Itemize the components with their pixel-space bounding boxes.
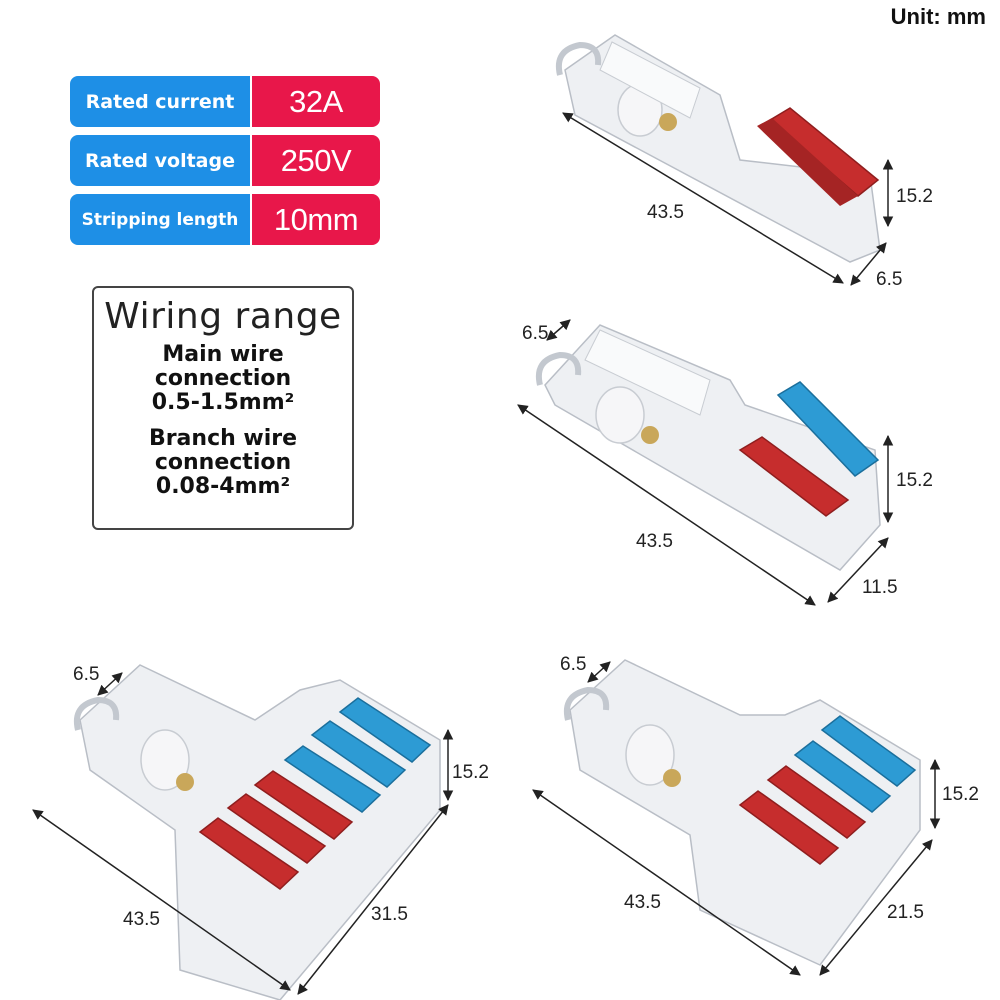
width-arrow: [827, 537, 889, 603]
length-label: 43.5: [647, 202, 684, 223]
wire-port: [625, 724, 675, 786]
branch-width-arrow: [97, 672, 123, 696]
dimension-lines-2: 6.5 43.5 15.2 11.5: [517, 319, 933, 606]
width-label: 31.5: [371, 904, 408, 925]
branch-width-label: 6.5: [560, 654, 586, 675]
brass-contact: [641, 426, 659, 444]
width-label: 11.5: [862, 577, 898, 598]
dimension-lines-4: 6.5 43.5 15.2 21.5: [532, 654, 979, 976]
spec-table: Rated current 32A Rated voltage 250V Str…: [70, 76, 380, 253]
spec-label: Rated voltage: [70, 135, 252, 186]
spec-value: 10mm: [252, 194, 380, 245]
branch-wire-range: 0.08-4mm²: [155, 474, 291, 499]
spec-value: 250V: [252, 135, 380, 186]
wire-port: [140, 729, 190, 791]
branch-width-arrow: [587, 661, 611, 683]
unit-label: Unit: mm: [890, 4, 986, 29]
blue-lever: [338, 697, 432, 763]
branch-wire-group: Branch wire connection 0.08-4mm²: [94, 427, 352, 499]
spec-row-rated-voltage: Rated voltage 250V: [70, 135, 380, 186]
length-label: 43.5: [123, 909, 160, 930]
hook-tab: [564, 686, 610, 721]
wire-port: [595, 386, 645, 444]
dimension-lines-1: 43.5 15.2 6.5: [562, 112, 933, 290]
branch-wire-line: connection: [154, 450, 292, 475]
spec-row-stripping-length: Stripping length 10mm: [70, 194, 380, 245]
branch-width-arrow: [546, 319, 571, 341]
connector-body: [79, 664, 441, 1000]
main-wire-line: Main wire: [162, 342, 284, 367]
blue-lever: [310, 720, 407, 788]
width-label: 21.5: [887, 902, 924, 923]
height-label: 15.2: [452, 762, 489, 783]
red-lever: [766, 765, 867, 839]
main-wire-range: 0.5-1.5mm²: [151, 390, 295, 415]
length-arrow: [32, 809, 291, 991]
connector-body: [569, 659, 921, 966]
wiring-range-title: Wiring range: [104, 296, 342, 337]
branch-width-label: 6.5: [73, 664, 99, 685]
connector-6-way: [74, 664, 441, 1000]
main-wire-group: Main wire connection 0.5-1.5mm²: [94, 343, 352, 415]
spec-label: Rated current: [70, 76, 252, 127]
height-label: 15.2: [896, 186, 933, 207]
length-label: 43.5: [636, 531, 673, 552]
main-wire-line: connection: [154, 366, 292, 391]
spec-value: 32A: [252, 76, 380, 127]
width-label: 6.5: [876, 269, 902, 290]
hook-tab: [556, 41, 602, 76]
length-arrow: [532, 789, 801, 976]
length-arrow: [562, 112, 844, 284]
brass-contact: [663, 769, 681, 787]
wiring-range-box: Wiring range Main wire connection 0.5-1.…: [92, 286, 354, 530]
blue-lever: [283, 745, 382, 813]
blue-lever: [820, 715, 917, 787]
hook-tab: [74, 696, 120, 731]
length-label: 43.5: [624, 892, 661, 913]
blue-lever: [793, 740, 892, 813]
dimension-lines-3: 6.5 43.5 15.2 31.5: [32, 664, 489, 995]
height-label: 15.2: [942, 784, 979, 805]
hook-tab: [536, 351, 582, 386]
connector-1-way: [556, 34, 881, 263]
branch-width-label: 6.5: [522, 323, 548, 344]
width-arrow: [819, 839, 933, 976]
spec-row-rated-current: Rated current 32A: [70, 76, 380, 127]
branch-wire-line: Branch wire: [148, 426, 298, 451]
width-arrow: [850, 242, 887, 286]
brass-contact: [176, 773, 194, 791]
spec-label: Stripping length: [70, 194, 252, 245]
height-label: 15.2: [896, 470, 933, 491]
length-arrow: [517, 404, 816, 606]
width-arrow: [297, 804, 449, 995]
brass-contact: [659, 113, 677, 131]
